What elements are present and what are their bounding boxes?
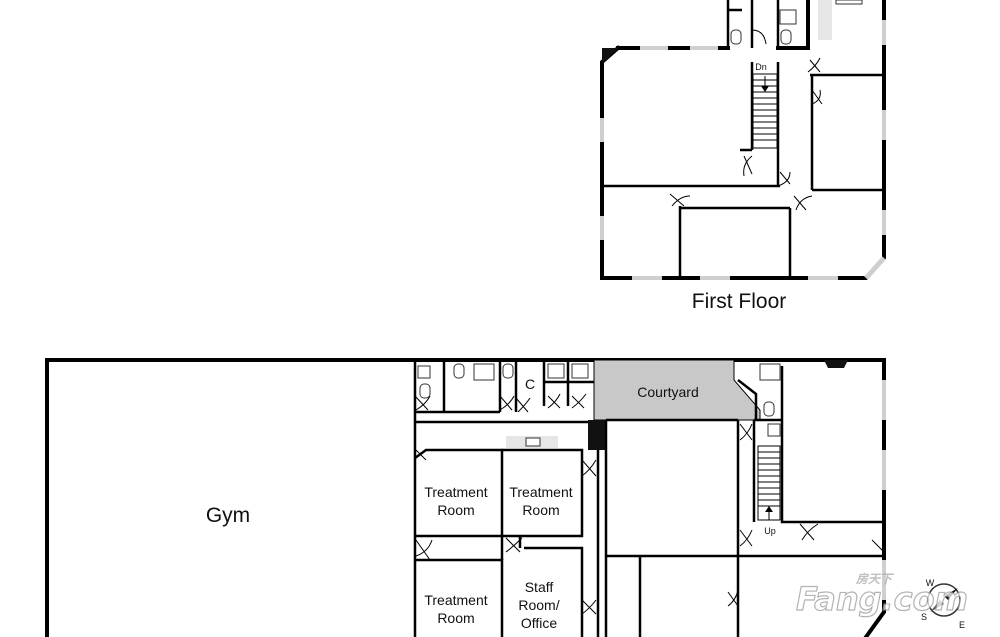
watermark: 房天下 Fang.com: [795, 572, 968, 619]
first-floor-corner-column: [602, 48, 618, 64]
first-floor-plan: Dn First Floor: [600, 0, 886, 313]
sink-icon: [835, 0, 863, 5]
room-staff-line1: Staff: [525, 579, 554, 595]
first-floor-top-wall-right: [776, 0, 810, 50]
door-swing: [743, 155, 753, 177]
sink-icon: [571, 363, 589, 379]
door-swing: [547, 393, 561, 409]
staff-room-walls: [524, 546, 584, 637]
treatment-room-2-walls: [502, 448, 584, 538]
floor-title: First Floor: [692, 290, 787, 313]
door-swing: [807, 57, 821, 73]
sink-icon: [525, 437, 541, 447]
door-swing: [415, 539, 433, 561]
sink-icon: [779, 9, 797, 25]
structural-column: [588, 420, 606, 450]
room-gym: Gym: [206, 504, 250, 527]
room-treatment-2-line2: Room: [522, 502, 559, 518]
toilet-icon: [730, 29, 742, 45]
door-swing: [739, 423, 753, 441]
window: [864, 256, 886, 280]
sink-icon: [473, 363, 495, 381]
toilet-icon: [419, 383, 431, 399]
watermark-cn: 房天下: [855, 572, 894, 586]
watermark-text: Fang.com: [796, 580, 968, 618]
room-staff-line3: Office: [521, 615, 558, 631]
wall: [737, 379, 758, 420]
door-swing: [414, 395, 431, 411]
room-courtyard: Courtyard: [637, 384, 698, 400]
fireplace: [824, 360, 848, 368]
door-swing: [515, 397, 531, 413]
room-treatment-3-line1: Treatment: [424, 592, 487, 608]
wall: [780, 366, 884, 524]
room-staff-line2: Room/: [518, 597, 559, 613]
compass-letter-s: S: [921, 612, 927, 622]
room-treatment-2-line1: Treatment: [509, 484, 572, 500]
counter: [818, 0, 832, 40]
sink-icon: [417, 365, 431, 379]
door-swing: [505, 537, 523, 553]
sink-icon: [759, 363, 781, 381]
door-swing: [751, 29, 767, 45]
stair-direction-label: Up: [764, 526, 776, 536]
door-swing: [793, 195, 813, 211]
sink-icon: [547, 363, 565, 379]
door-swing: [499, 395, 515, 411]
staircase: [752, 73, 778, 149]
stair-direction-label: Dn: [755, 62, 767, 72]
toilet-icon: [780, 29, 792, 45]
compass-letter-w: W: [926, 578, 935, 588]
ground-floor-plan: Gym C Courtyard: [45, 358, 886, 637]
door-swing: [871, 539, 885, 553]
sink-icon: [767, 423, 781, 437]
toilet-icon: [502, 363, 514, 379]
room-treatment-3-line2: Room: [437, 610, 474, 626]
first-floor-outer-wall: [600, 0, 886, 280]
door-swing: [739, 529, 753, 547]
room-treatment-1-line1: Treatment: [424, 484, 487, 500]
door-swing: [581, 599, 597, 615]
door-swing: [777, 171, 791, 187]
door-swing: [811, 89, 823, 105]
room-treatment-1-line2: Room: [437, 502, 474, 518]
room-closet: C: [525, 376, 535, 392]
toilet-icon: [763, 401, 775, 417]
door-swing: [581, 459, 597, 477]
door-swing: [571, 393, 587, 409]
door-swing: [727, 589, 739, 607]
toilet-icon: [453, 363, 465, 379]
door-swing: [415, 449, 427, 461]
compass: W S E: [921, 578, 965, 630]
door-swing: [799, 523, 819, 541]
compass-letter-e: E: [959, 620, 965, 630]
staircase: [757, 445, 781, 521]
door-swing: [669, 193, 691, 207]
